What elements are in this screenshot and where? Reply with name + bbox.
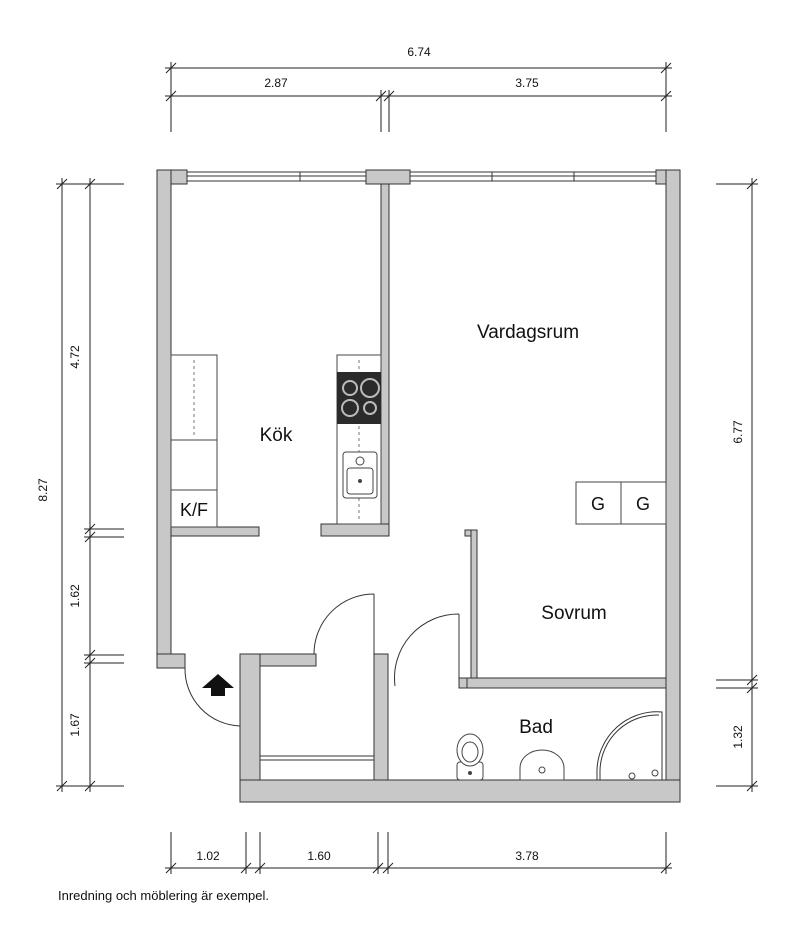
dim-bottom-left: 1.02 [196,849,220,863]
doors [184,593,460,727]
fridge-label: K/F [180,500,208,520]
room-bath: Bad [519,717,553,738]
room-living: Vardagsrum [477,322,579,343]
dim-bottom-middle: 1.60 [307,849,331,863]
wardrobes: G G [575,481,667,525]
dim-left-middle: 1.62 [68,584,82,608]
dim-top-left: 2.87 [264,76,288,90]
entrance-arrow-icon [202,674,234,696]
room-kitchen: Kök [260,425,293,446]
left-dimensions: 8.27 4.72 1.62 1.67 [36,178,124,792]
room-labels: Kök Vardagsrum Sovrum Bad [260,322,607,738]
washbasin [519,749,565,781]
footnote: Inredning och möblering är exempel. [58,888,270,903]
bottom-dimensions: 1.02 1.60 3.78 [165,832,672,874]
dim-right-upper: 6.77 [731,420,745,444]
dim-left-upper: 4.72 [68,345,82,369]
dim-top-total: 6.74 [407,45,431,59]
toilet [456,733,484,781]
kitchen-right-counter [336,354,382,525]
right-dimensions: 6.77 1.32 [716,178,758,792]
wardrobe-label-1: G [591,494,605,514]
fridge-freezer [170,489,218,528]
hall-closet [260,755,374,761]
dim-left-total: 8.27 [36,478,50,502]
wardrobe-label-2: G [636,494,650,514]
windows [186,171,657,182]
kitchen-left-counter: K/F [170,354,218,528]
dim-bottom-right: 3.78 [515,849,539,863]
bathroom-fixtures [456,711,663,781]
room-bedroom: Sovrum [541,603,606,624]
shower [596,711,663,780]
dim-right-lower: 1.32 [731,725,745,749]
dim-top-right: 3.75 [515,76,539,90]
top-dimensions: 6.74 2.87 3.75 [165,45,672,132]
dim-left-lower: 1.67 [68,713,82,737]
walls [156,169,681,803]
